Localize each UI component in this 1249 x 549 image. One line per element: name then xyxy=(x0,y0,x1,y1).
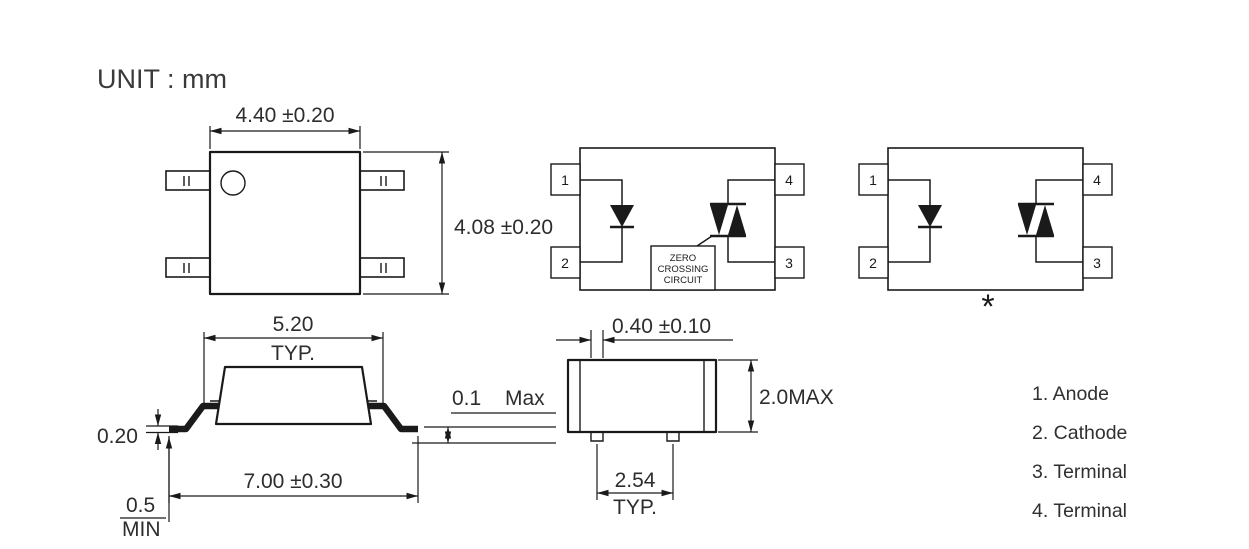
dim-coplanarity: 0.1 Max xyxy=(412,387,556,444)
schematic-standard: 1 2 4 3 * xyxy=(858,147,1113,326)
pin4-label: 4 xyxy=(785,172,793,188)
dim-top-width-label: 5.20 xyxy=(273,313,314,336)
zero-crossing-line3: CIRCUIT xyxy=(664,275,703,286)
pin2-label: 2 xyxy=(561,255,569,271)
anode-wire xyxy=(580,179,623,205)
pin-lead-top-right xyxy=(359,170,405,191)
dim-height-label: 2.0MAX xyxy=(759,386,834,409)
pin3-box xyxy=(774,246,805,279)
dim-height: 2.0MAX xyxy=(718,359,834,433)
pin2-box xyxy=(550,246,581,279)
triac-triangle-up xyxy=(1036,205,1054,235)
mold-edge-lines xyxy=(579,360,705,432)
dim-standoff-label: 0.5 xyxy=(126,494,155,517)
triac-triangle-down xyxy=(710,205,728,235)
package-end-view: 0.40 ±0.10 2.0MAX 2.54 TYP. xyxy=(556,315,834,519)
package-body-top xyxy=(208,150,362,296)
zero-crossing-line1: ZERO xyxy=(670,253,696,264)
pin1-label: 1 xyxy=(869,172,877,188)
dim-top-width: 5.20 TYP. xyxy=(203,313,384,404)
legend-item-terminal3: 3. Terminal xyxy=(1032,461,1127,483)
cathode-wire xyxy=(580,227,623,263)
legend-item-terminal4: 4. Terminal xyxy=(1032,500,1127,522)
pin3-label: 3 xyxy=(785,255,793,271)
pin4-label: 4 xyxy=(1093,172,1101,188)
triac-bottom-wire xyxy=(1035,236,1083,263)
pin-lead-bottom-right xyxy=(359,257,405,278)
pin1-index-mark xyxy=(220,170,246,196)
dim-coplanarity-label: 0.1 xyxy=(452,387,481,410)
triac-triangle-down xyxy=(1018,205,1036,235)
package-top-view: 4.40 ±0.20 4.08 ±0.20 xyxy=(165,104,553,296)
dim-lead-pitch-qual: TYP. xyxy=(613,496,657,519)
dim-body-width: 4.40 ±0.20 xyxy=(209,104,361,149)
pin3-label: 3 xyxy=(1093,255,1101,271)
lead-foot-right xyxy=(666,432,680,442)
dim-standoff: 0.5 MIN xyxy=(120,437,173,541)
pin1-box xyxy=(550,163,581,196)
pin-lead-bottom-left xyxy=(165,257,211,278)
dim-standoff-qual: MIN xyxy=(122,518,161,541)
zero-crossing-line2: CROSSING xyxy=(658,264,709,275)
dim-lead-pitch: 2.54 TYP. xyxy=(596,444,674,519)
unit-label: UNIT : mm xyxy=(97,64,227,94)
schematic-body xyxy=(887,147,1084,291)
lead-tick-marks xyxy=(183,176,387,273)
gullwing-lead-right xyxy=(367,402,418,433)
pin2-label: 2 xyxy=(869,255,877,271)
pin-lead-top-left xyxy=(165,170,211,191)
dim-body-height-label: 4.08 ±0.20 xyxy=(454,216,553,239)
pin4-box xyxy=(1082,163,1113,196)
pin2-box xyxy=(858,246,889,279)
triac-bottom-wire xyxy=(727,236,775,263)
led-diode-icon xyxy=(610,205,634,227)
dim-body-height: 4.08 ±0.20 xyxy=(363,151,553,295)
legend-item-anode: 1. Anode xyxy=(1032,383,1109,405)
dim-lead-span-label: 7.00 ±0.30 xyxy=(243,470,342,493)
pin1-box xyxy=(858,163,889,196)
dim-lead-width-label: 0.40 ±0.10 xyxy=(612,315,711,338)
triac-top-wire xyxy=(1035,179,1083,204)
pin1-label: 1 xyxy=(561,172,569,188)
package-body-end xyxy=(566,358,718,434)
cathode-wire xyxy=(888,227,931,263)
gullwing-lead-left xyxy=(169,402,220,433)
triac-triangle-up xyxy=(728,205,746,235)
dim-lead-width: 0.40 ±0.10 xyxy=(556,315,733,358)
legend-item-cathode: 2. Cathode xyxy=(1032,422,1127,444)
anode-wire xyxy=(888,179,931,205)
zero-crossing-box xyxy=(650,245,716,291)
dim-lead-pitch-label: 2.54 xyxy=(615,469,656,492)
pin4-box xyxy=(774,163,805,196)
package-side-view: 5.20 TYP. 0.20 7.00 ±0.30 0.5 MIN 0.1 Ma… xyxy=(97,313,556,541)
led-diode-icon xyxy=(918,205,942,227)
triac-top-wire xyxy=(727,179,775,204)
dim-top-width-qual: TYP. xyxy=(271,342,315,365)
package-body-side xyxy=(214,365,373,426)
triac-gate-wire xyxy=(696,235,713,247)
dim-coplanarity-qual: Max xyxy=(505,387,545,410)
dim-lead-thickness-label: 0.20 xyxy=(97,425,138,448)
variant-asterisk: * xyxy=(981,288,994,326)
schematic-zero-crossing: 1 2 4 3 ZERO CROSSING CIRCUIT xyxy=(550,147,805,291)
pin3-box xyxy=(1082,246,1113,279)
pin-legend: 1. Anode 2. Cathode 3. Terminal 4. Termi… xyxy=(1032,383,1127,522)
dim-body-width-label: 4.40 ±0.20 xyxy=(235,104,334,127)
dim-lead-thickness: 0.20 xyxy=(97,409,178,450)
lead-foot-left xyxy=(590,432,604,442)
